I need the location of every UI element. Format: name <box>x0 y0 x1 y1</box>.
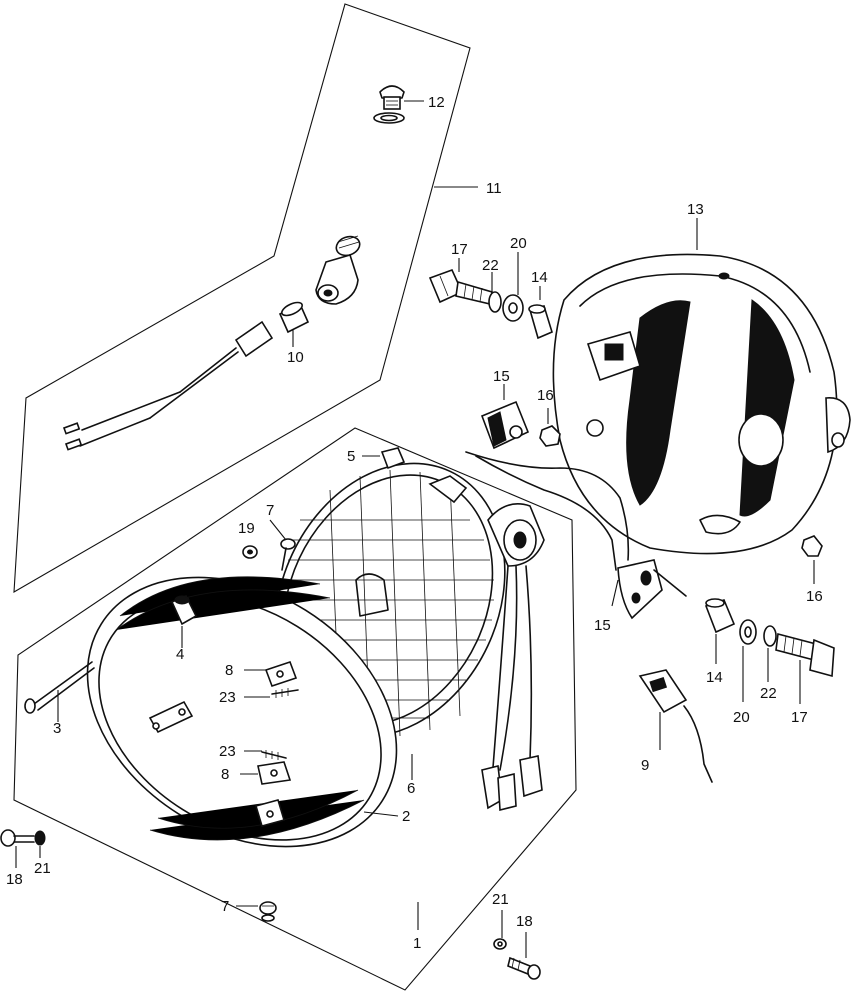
callout-15-lower: 15 <box>594 617 611 634</box>
callout-13: 13 <box>687 201 704 218</box>
callout-6: 6 <box>407 780 415 797</box>
part-9-bulb-socket <box>638 669 713 783</box>
part-10-sleeve <box>278 301 310 347</box>
part-12-grommet <box>373 85 424 124</box>
callout-4: 4 <box>176 646 184 663</box>
callout-8-lower: 8 <box>221 766 229 783</box>
callout-1: 1 <box>413 935 421 952</box>
upper-mounting-bolt-set <box>428 252 553 340</box>
callout-20-lower: 20 <box>733 709 750 726</box>
callout-14-lower: 14 <box>706 669 723 686</box>
callout-9: 9 <box>641 757 649 774</box>
part-7-screw-lower <box>236 901 277 922</box>
part-18-21-screw-left <box>0 829 46 868</box>
callout-16-upper: 16 <box>537 387 554 404</box>
callout-18-left: 18 <box>6 871 23 888</box>
callout-10: 10 <box>287 349 304 366</box>
callout-labels: 12 11 10 13 17 22 20 14 15 16 5 7 19 4 3… <box>6 94 823 952</box>
part-15-cord-clamp <box>465 384 630 571</box>
part-2-headlight-rim <box>86 576 399 848</box>
callout-22-upper: 22 <box>482 257 499 274</box>
callout-22-lower: 22 <box>760 685 777 702</box>
callout-5: 5 <box>347 448 355 465</box>
callout-23-upper: 23 <box>219 689 236 706</box>
callout-17-upper: 17 <box>451 241 468 258</box>
wiring-group-outline <box>13 3 471 593</box>
headlight-assembly-outline <box>13 427 577 991</box>
part-11-wire-harness <box>62 186 478 451</box>
part-5-spring-clip <box>362 447 406 470</box>
callout-11: 11 <box>486 180 502 197</box>
part-15-lower-clamp <box>611 559 687 620</box>
part-7-screw-upper <box>269 519 296 571</box>
callout-18-bottom: 18 <box>516 913 533 930</box>
part-8-nut-plate-lower <box>240 761 292 785</box>
part-16-lower-nut <box>801 535 823 584</box>
part-13-headlight-case <box>552 218 851 555</box>
callout-3: 3 <box>53 720 61 737</box>
callout-7-lower: 7 <box>221 898 229 915</box>
callout-17-lower: 17 <box>791 709 808 726</box>
callout-19: 19 <box>238 520 255 537</box>
part-21-18-screw-bottom <box>493 910 541 980</box>
callout-2: 2 <box>402 808 410 825</box>
part-3-long-screw <box>24 661 95 722</box>
callout-12: 12 <box>428 94 445 111</box>
callout-8-upper: 8 <box>225 662 233 679</box>
part-23-screw-upper <box>244 688 299 698</box>
callout-16-lower: 16 <box>806 588 823 605</box>
part-8-nut-plate-upper <box>244 660 298 688</box>
part-19-nut <box>242 545 258 559</box>
callout-20-upper: 20 <box>510 235 527 252</box>
callout-21-left: 21 <box>34 860 51 877</box>
callout-21-bottom: 21 <box>492 891 509 908</box>
part-4-adjusting-screw <box>170 594 198 648</box>
callout-7-upper: 7 <box>266 502 274 519</box>
callout-15-upper: 15 <box>493 368 510 385</box>
part-23-screw-lower <box>244 750 287 760</box>
callout-23-lower: 23 <box>219 743 236 760</box>
part-16-nut <box>539 408 561 447</box>
lower-mounting-bolt-set <box>704 598 835 704</box>
callout-14-upper: 14 <box>531 269 548 286</box>
